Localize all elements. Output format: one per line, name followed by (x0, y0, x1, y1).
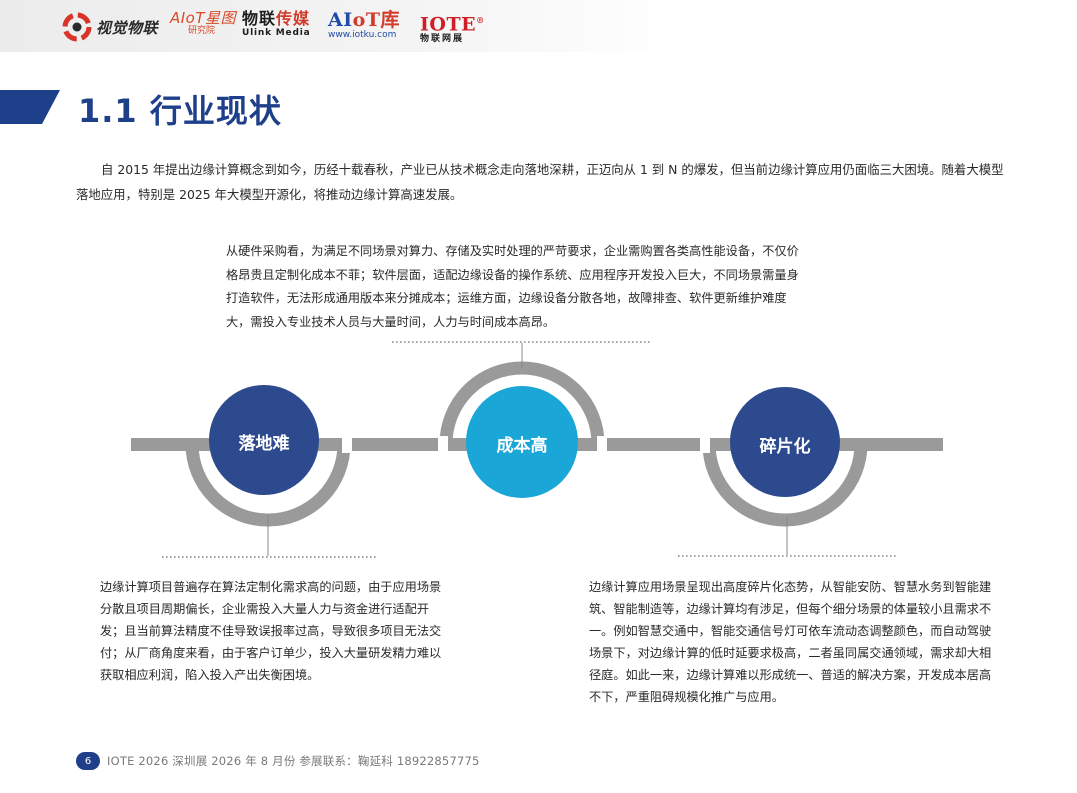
ring-center (439, 361, 605, 445)
logo-bar: 视觉物联 AIoT星图 研究院 物联传媒 Ulink Media AIoT库 w… (0, 0, 1077, 52)
logo-iote-name: IOTE (420, 13, 477, 36)
shijue-camera-icon (62, 12, 92, 42)
logo-bar-background (0, 0, 680, 52)
page-number-badge: 6 (76, 752, 100, 770)
circle-right (730, 387, 840, 497)
bar-gap-right-l (700, 436, 710, 453)
logo-wulian-sub: Ulink Media (242, 28, 311, 38)
logo-aiotku-text-a: AI (328, 9, 353, 31)
circle-left (209, 385, 319, 495)
logo-aiot-sub: 研究院 (188, 26, 216, 36)
title-accent-tab (0, 90, 60, 124)
registered-mark: ® (476, 15, 485, 25)
footer: 6 IOTE 2026 深圳展 2026 年 8 月份 参展联系：鞠延科 189… (76, 751, 480, 771)
ring-right (702, 443, 868, 527)
label-suipianhua: 碎片化 (759, 437, 811, 457)
logo-aiot-text: AIoT星图 (170, 9, 237, 27)
logo-aiotku[interactable]: AIoT库 www.iotku.com (328, 10, 400, 44)
deployment-description: 边缘计算项目普遍存在算法定制化需求高的问题，由于应用场景分散且项目周期偏长，企业… (100, 580, 442, 682)
intro-paragraph: 自 2015 年提出边缘计算概念到如今，历经十载春秋，产业已从技术概念走向落地深… (76, 162, 1004, 202)
bar-gap-center-r (597, 436, 607, 453)
label-luodinan: 落地难 (238, 434, 290, 454)
logo-shijue-text: 视觉物联 (96, 18, 159, 37)
logo-iote-sub: 物联网展 (420, 34, 465, 45)
logo-iote-text: IOTE® (420, 10, 485, 34)
logo-aiotku-sub: www.iotku.com (328, 30, 397, 40)
bar-gap-left (342, 436, 352, 453)
circle-center (466, 386, 578, 498)
label-chengbengao: 成本高 (496, 436, 548, 456)
logo-shijue-wulian[interactable]: 视觉物联 (62, 10, 158, 44)
logo-wulian-text-a: 物联 (242, 9, 277, 28)
logo-aiot-xingtu[interactable]: AIoT星图 研究院 (170, 10, 236, 44)
logo-aiotku-text: AIoT库 (328, 10, 400, 30)
logo-wulian-text: 物联传媒 (242, 10, 310, 28)
logo-iote[interactable]: IOTE® 物联网展 (420, 10, 485, 44)
footer-text: IOTE 2026 深圳展 2026 年 8 月份 参展联系：鞠延科 18922… (107, 754, 480, 768)
logo-wulian-text-b: 传媒 (276, 9, 311, 28)
logo-wulian-chuanmei[interactable]: 物联传媒 Ulink Media (242, 10, 310, 44)
fragmentation-description: 边缘计算应用场景呈现出高度碎片化态势，从智能安防、智慧水务到智能建筑、智能制造等… (589, 580, 992, 704)
cost-description: 从硬件采购看，为满足不同场景对算力、存储及实时处理的严苛要求，企业需购置各类高性… (226, 244, 799, 329)
page-title: 1.1 行业现状 (78, 92, 282, 130)
bar-gap-center-l (438, 436, 448, 453)
logo-aiotku-text-b: oT库 (352, 9, 400, 31)
